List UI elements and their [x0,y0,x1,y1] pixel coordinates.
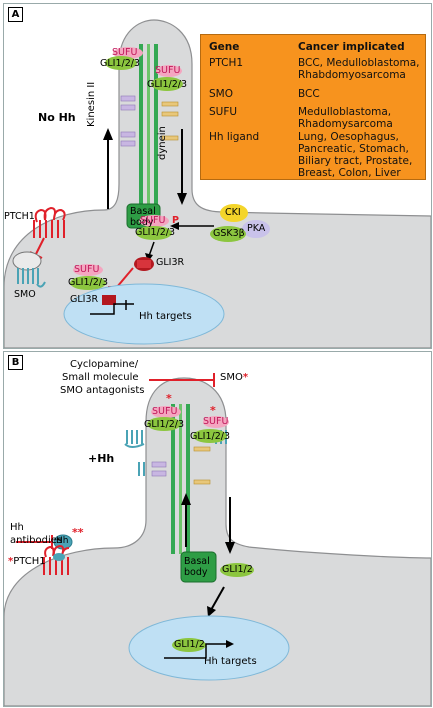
panel-b: B +Hh Cyclopamine/ Small molecule SMO an… [3,351,432,707]
axoneme-right [154,44,158,204]
ptch1-label-b: *PTCH1 [8,556,46,567]
hh-targets-label-b: Hh targets [204,656,257,667]
gli-blob-3 [70,276,106,290]
antagonist-label-2: Small molecule [62,372,139,383]
no-hh-label: No Hh [38,111,76,124]
axoneme-left [139,44,143,204]
ptch1-label: PTCH1 [4,211,35,222]
sufu-label-b2: SUFU [203,416,229,427]
gli-label-3: GLI1/2/3 [135,227,175,238]
panel-a-label: A [8,7,23,22]
gli12-nuclear-label: GLI1/2 [174,639,205,650]
cell-membrane-b [4,377,431,706]
sufu-label-3: SUFU [140,215,166,226]
basal-body-label-b2: body [184,567,208,578]
sufu-star-b1: * [166,392,172,405]
gli-label-b1: GLI1/2/3 [144,419,184,430]
hh-ligand-label: Hh [56,536,69,546]
gli-blob-4 [136,226,172,240]
sufu-star-b2: * [210,404,216,417]
basal-body-label-2: body [130,217,154,228]
ift-complexes [120,95,136,147]
pka-blob [242,220,270,238]
p-label: P [172,215,179,226]
gli-label-4: GLI1/2/3 [68,277,108,288]
cki-label: CKI [225,207,241,218]
sufu-blob-4 [139,215,169,227]
cki-blob [220,204,248,222]
panel-a: A No Hh Kinesin II dynein SUFU GLI1/2/3 … [3,3,432,349]
smo-label: SMO [14,289,36,300]
gli3r-label: GLI3R [156,257,185,268]
sufu-label-2: SUFU [155,65,181,76]
basal-body-label-1: Basal [130,206,156,217]
smo-star-label: SMO* [220,372,249,383]
panel-b-label: B [8,355,23,370]
ptch1-receptor [33,206,66,238]
dynein-label: dynein [157,126,168,160]
ptch1-receptor-b [43,544,70,575]
cell-membrane [4,19,431,348]
basal-body-b [180,551,217,583]
table-header-cancer: Cancer implicated [298,41,405,53]
sufu-blob-2 [156,65,182,77]
dynein-complexes [161,101,179,141]
table-header-gene: Gene [209,41,240,53]
gli-label-1: GLI1/2/3 [100,58,140,69]
sufu-label-1: SUFU [112,47,138,58]
antibodies-label-1: Hh [10,522,24,533]
smo-receptor [12,251,46,288]
gli-label-2: GLI1/2/3 [147,79,187,90]
gli3r-nuclear-label: GLI3R [70,294,99,305]
nucleus-b [128,615,290,681]
gsk3b-blob [210,226,246,242]
gli-label-b2: GLI1/2/3 [190,431,230,442]
sufu-label-b1: SUFU [152,406,178,417]
gsk3b-label: GSK3β [213,228,245,239]
antibodies-label-2: antibodies [10,535,63,546]
gli3r-protein [134,257,154,271]
antagonist-label-1: Cyclopamine/ [70,359,139,370]
hh-double-star: ** [72,526,84,539]
gli3r-on-dna [90,295,134,315]
ptch1-inhibit [35,237,45,255]
antagonist-label-3: SMO antagonists [60,385,145,396]
sufu-label-4: SUFU [74,264,100,275]
sufu-blob-1 [113,47,143,59]
gli-blob-2 [151,77,183,91]
panel-a-diagram [4,19,431,348]
pka-label: PKA [247,223,266,234]
gli12-label-b: GLI1/2 [222,564,253,575]
gene-cancer-table: Gene Cancer implicated PTCH1 BCC, Medull… [200,34,426,180]
gli-blob-1 [105,56,137,70]
axoneme-mid [147,44,150,204]
hh-targets-label-a: Hh targets [139,311,192,322]
sufu-blob-3 [73,264,103,276]
basal-body-label-b1: Basal [184,556,210,567]
kinesin-label: Kinesin II [86,81,97,127]
panel-b-diagram [4,373,431,706]
plus-hh-label: +Hh [88,452,115,465]
